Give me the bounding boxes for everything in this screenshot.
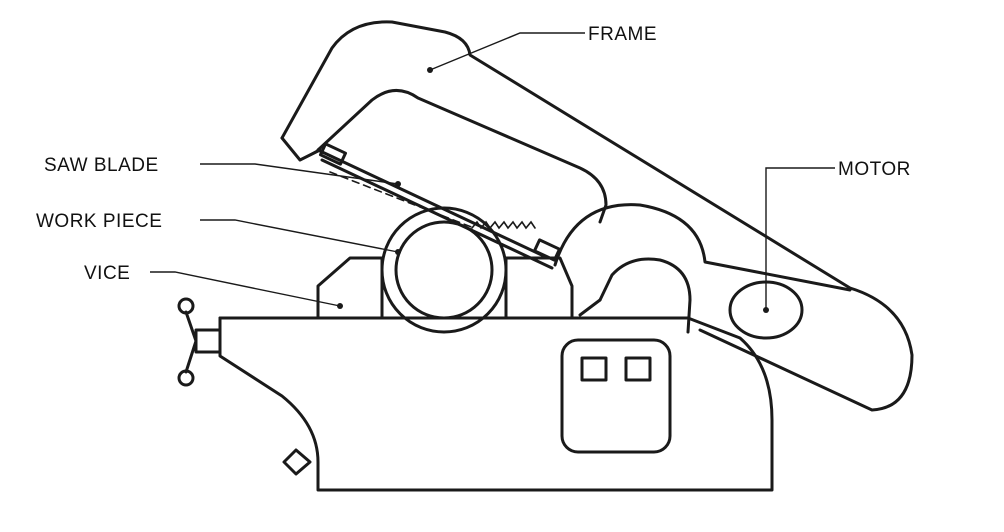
leader-dots — [337, 67, 433, 309]
label-work-piece: WORK PIECE — [36, 211, 162, 232]
work-piece-leader — [200, 219, 399, 253]
motor-housing — [553, 203, 852, 334]
frame-leader — [429, 32, 585, 71]
button-left — [580, 356, 608, 382]
label-vice: VICE — [84, 263, 130, 284]
saw-blade — [316, 142, 562, 270]
work-piece — [380, 206, 508, 334]
label-frame: FRAME — [588, 24, 657, 45]
label-saw-blade: SAW BLADE — [44, 155, 159, 176]
label-motor: MOTOR — [838, 159, 911, 180]
control-box — [560, 338, 672, 454]
motor-leader — [765, 167, 835, 310]
frame — [280, 20, 914, 412]
saw-blade-leader — [200, 163, 399, 185]
vice — [316, 256, 574, 320]
vice-leader — [150, 271, 341, 307]
control-panel — [560, 338, 672, 454]
machine-base — [218, 316, 774, 492]
vice-handle — [177, 297, 222, 387]
button-right — [624, 356, 652, 382]
leader-lines — [150, 32, 835, 310]
